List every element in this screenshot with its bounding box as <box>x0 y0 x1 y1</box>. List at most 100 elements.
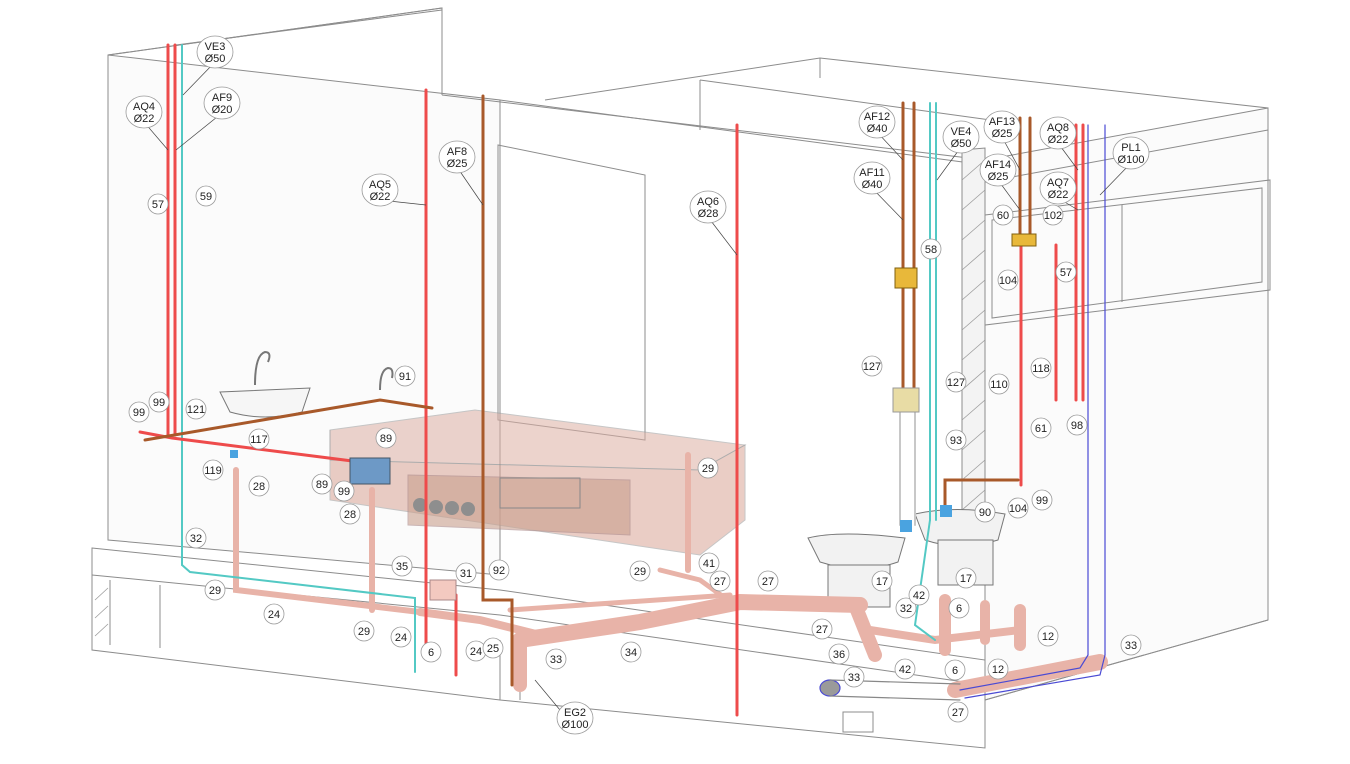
item-number-text: 33 <box>848 672 860 684</box>
item-number-text: 127 <box>947 377 965 389</box>
item-number-text: 110 <box>990 379 1008 391</box>
item-number-text: 93 <box>950 435 962 447</box>
item-number-text: 31 <box>460 568 472 580</box>
pipe-tag-code: AQ8 <box>1047 122 1069 134</box>
item-number-label: 90 <box>974 501 996 523</box>
pipe-tag-code: AF12 <box>864 111 890 123</box>
item-number-label: 28 <box>339 503 361 525</box>
item-number-label: 57 <box>147 193 169 215</box>
item-number-text: 12 <box>1042 631 1054 643</box>
item-number-label: 27 <box>757 570 779 592</box>
pipe-tag-size: Ø40 <box>862 179 883 191</box>
pipe-tag-code: VE3 <box>205 41 226 53</box>
tag-leader-af8 <box>456 166 484 206</box>
item-number-label: 91 <box>394 365 416 387</box>
item-number-text: 34 <box>625 647 637 659</box>
item-number-label: 33 <box>1120 634 1142 656</box>
tag-leader-aq6 <box>707 216 738 256</box>
item-number-text: 99 <box>133 407 145 419</box>
item-number-text: 89 <box>380 433 392 445</box>
item-number-label: 24 <box>263 603 285 625</box>
pipe-network <box>138 43 1108 717</box>
pipe-tag-code: PL1 <box>1121 142 1141 154</box>
item-number-text: 32 <box>190 533 202 545</box>
pipe-tag-code: AQ5 <box>369 179 391 191</box>
item-number-text: 29 <box>702 463 714 475</box>
item-number-label: 17 <box>871 570 893 592</box>
item-number-label: 27 <box>709 570 731 592</box>
item-number-text: 28 <box>344 509 356 521</box>
item-number-text: 57 <box>152 199 164 211</box>
washbasin-left <box>219 387 311 418</box>
item-number-label: 104 <box>997 269 1019 291</box>
pipe-tag-code: AF14 <box>985 159 1011 171</box>
fixtures <box>219 350 1006 608</box>
item-number-label: 117 <box>248 428 270 450</box>
item-number-text: 33 <box>1125 640 1137 652</box>
item-number-label: 32 <box>895 597 917 619</box>
item-number-label: 99 <box>333 480 355 502</box>
pipe-tag-size: Ø25 <box>992 128 1013 140</box>
rainwater-pipe-pl1 <box>819 124 1106 701</box>
item-number-text: 17 <box>876 576 888 588</box>
pipe-tag-size: Ø22 <box>1048 134 1069 146</box>
pipe-tag-code: EG2 <box>564 707 586 719</box>
item-number-text: 29 <box>358 626 370 638</box>
item-number-text: 25 <box>487 643 499 655</box>
mirror-panel <box>497 144 646 441</box>
pipe-tag-code: AQ4 <box>133 101 155 113</box>
floor-drain-box <box>842 711 874 733</box>
white-risers <box>899 399 916 526</box>
pipe-tag-code: AQ6 <box>697 196 719 208</box>
item-number-text: 27 <box>952 707 964 719</box>
item-number-text: 118 <box>1032 363 1050 375</box>
item-number-text: 91 <box>399 371 411 383</box>
pipe-tag-size: Ø28 <box>698 208 719 220</box>
item-number-label: 6 <box>944 659 966 681</box>
item-number-label: 119 <box>202 459 224 481</box>
item-number-text: 89 <box>316 479 328 491</box>
item-number-text: 27 <box>762 576 774 588</box>
item-number-label: 99 <box>148 391 170 413</box>
item-number-text: 6 <box>952 665 958 677</box>
pipe-tag-size: Ø100 <box>1118 154 1145 166</box>
item-number-label: 121 <box>185 398 207 420</box>
item-number-text: 35 <box>396 561 408 573</box>
item-number-label: 59 <box>195 185 217 207</box>
item-number-text: 121 <box>187 404 205 416</box>
item-number-label: 127 <box>861 355 883 377</box>
item-number-text: 99 <box>1036 495 1048 507</box>
item-number-text: 104 <box>999 275 1017 287</box>
item-number-label: 42 <box>894 658 916 680</box>
item-number-text: 59 <box>200 191 212 203</box>
item-number-label: 6 <box>948 597 970 619</box>
pipe-tag-code: AF9 <box>212 92 232 104</box>
item-number-label: 29 <box>353 620 375 642</box>
pipe-tag-code: AF8 <box>447 146 467 158</box>
pipe-tag-size: Ø50 <box>205 53 226 65</box>
cold-water-pipes <box>143 94 1032 687</box>
item-number-text: 41 <box>703 558 715 570</box>
item-number-label: 29 <box>204 579 226 601</box>
item-number-label: 42 <box>908 584 930 606</box>
toilet-right <box>914 509 1006 586</box>
item-number-text: 29 <box>634 566 646 578</box>
fittings <box>230 233 1037 601</box>
bathtub <box>329 409 747 556</box>
item-number-text: 24 <box>268 609 280 621</box>
hatched-column <box>961 147 986 531</box>
item-number-label: 118 <box>1030 357 1052 379</box>
item-number-label: 99 <box>1031 489 1053 511</box>
item-number-text: 92 <box>493 565 505 577</box>
item-number-text: 127 <box>863 361 881 373</box>
item-number-label: 104 <box>1007 497 1029 519</box>
item-number-text: 42 <box>899 664 911 676</box>
